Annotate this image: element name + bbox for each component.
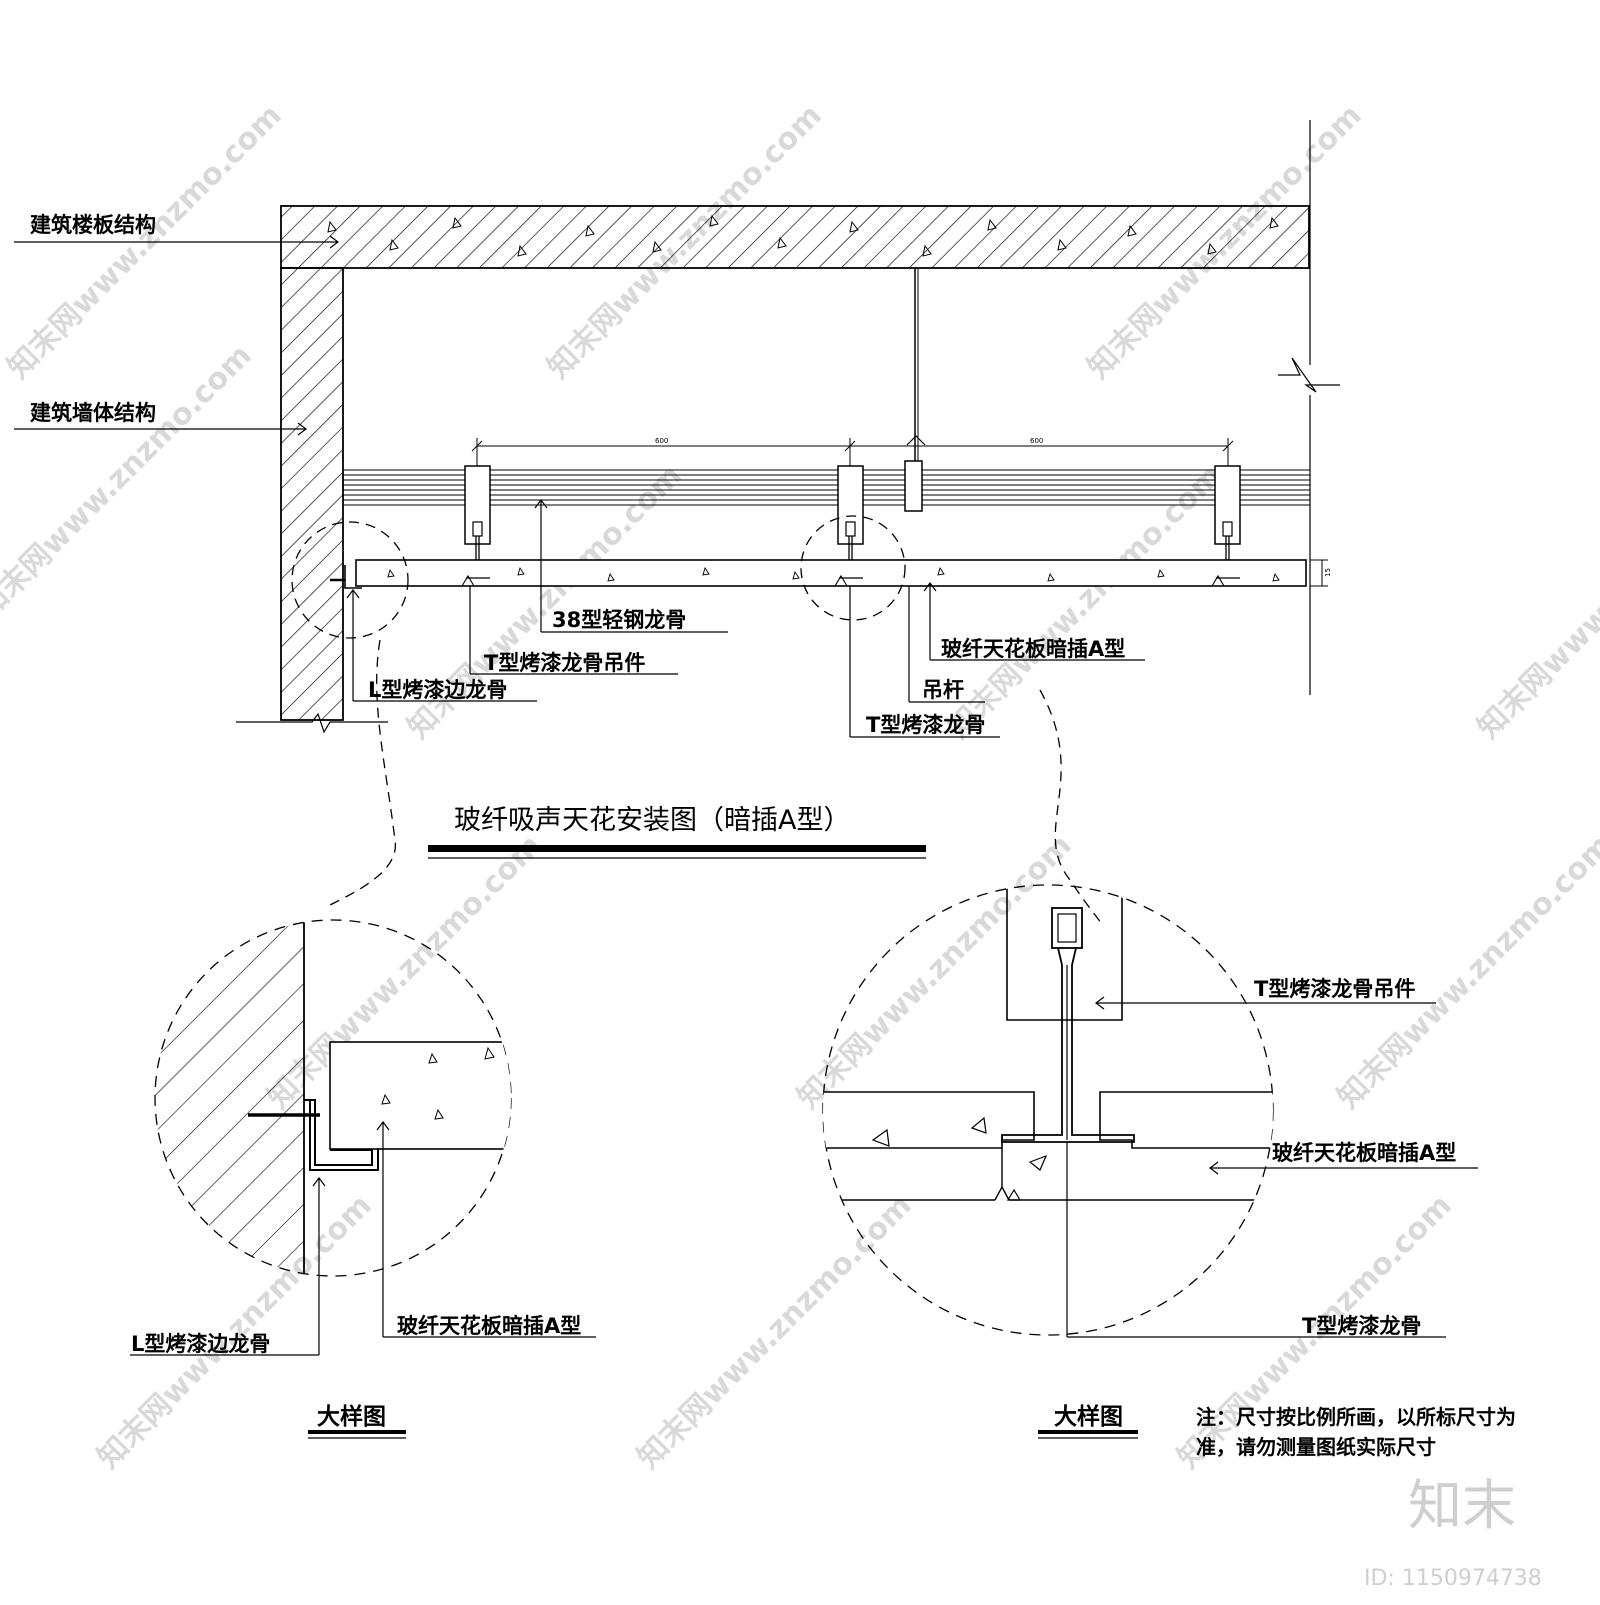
note-line-1: 注：尺寸按比例所画，以所标尺寸为 <box>1196 1405 1516 1429</box>
t-hanger-clip-2 <box>837 465 864 560</box>
watermark-12: 知末网www.znzmo.com <box>631 1188 919 1476</box>
l-edge-profile <box>304 1099 379 1171</box>
detail-right-labels: T型烤漆龙骨吊件 玻纤天花板暗插A型 T型烤漆龙骨 大样图 <box>1054 977 1456 1430</box>
brand-logo: 知末 ID: 1150974738 <box>1364 1474 1542 1591</box>
label-t-runner: T型烤漆龙骨 <box>866 713 985 737</box>
label-t-hanger: T型烤漆龙骨吊件 <box>484 651 645 675</box>
main-runner-38 <box>343 469 1310 506</box>
leader-lines <box>14 235 1145 738</box>
title-text: 玻纤吸声天花安装图（暗插A型） <box>454 805 850 836</box>
dimension-thickness: 15 <box>1324 568 1332 577</box>
detail-left-label-l-edge: L型烤漆边龙骨 <box>131 1332 270 1356</box>
detail-left-labels: L型烤漆边龙骨 玻纤天花板暗插A型 大样图 <box>131 1314 581 1430</box>
detail-right-label-t-runner: T型烤漆龙骨 <box>1302 1314 1421 1338</box>
detail-right-leaders <box>1066 996 1478 1338</box>
break-line-left <box>236 712 388 734</box>
t-runner-profile <box>1001 907 1135 1143</box>
t-hanger-clip-1 <box>464 465 491 560</box>
label-l-edge: L型烤漆边龙骨 <box>368 678 507 702</box>
watermark-4: 知末网www.znzmo.com <box>0 338 259 626</box>
floor-slab <box>280 205 1310 269</box>
label-rod: 吊杆 <box>922 678 964 702</box>
label-floor-slab: 建筑楼板结构 <box>30 213 156 237</box>
main-section <box>14 120 1340 926</box>
detail-left-leaders <box>130 1121 596 1356</box>
detail-right-label-panel: 玻纤天花板暗插A型 <box>1272 1141 1456 1165</box>
watermark-9: 知末网www.znzmo.com <box>791 828 1079 1116</box>
label-panel: 玻纤天花板暗插A型 <box>941 637 1125 661</box>
note-line-2: 准，请勿测量图纸实际尺寸 <box>1196 1435 1436 1459</box>
dimension-line <box>471 438 1234 466</box>
detail-left-label-panel: 玻纤天花板暗插A型 <box>397 1314 581 1338</box>
break-line-right <box>1278 120 1340 695</box>
hanging-rod <box>904 268 926 512</box>
dimension-left: 600 <box>655 437 668 445</box>
watermark-layer: 知末网www.znzmo.com 知末网www.znzmo.com 知末网www… <box>0 98 1600 1476</box>
watermark-10: 知末网www.znzmo.com <box>1331 828 1600 1116</box>
l-edge-trim <box>330 565 362 589</box>
note: 注：尺寸按比例所画，以所标尺寸为 准，请勿测量图纸实际尺寸 <box>1196 1405 1516 1459</box>
drawing-title: 玻纤吸声天花安装图（暗插A型） <box>428 805 926 859</box>
detail-right-label-t-hanger: T型烤漆龙骨吊件 <box>1254 977 1415 1001</box>
dimension-right: 600 <box>1030 437 1043 445</box>
detail-callout-circles <box>291 515 1103 926</box>
main-section-labels: 建筑楼板结构 建筑墙体结构 38型轻钢龙骨 T型烤漆龙骨吊件 L型烤漆边龙骨 玻… <box>30 213 1332 737</box>
wall-structure <box>280 267 344 721</box>
ceiling-panels <box>355 559 1328 587</box>
watermark-7: 知末网www.znzmo.com <box>1471 458 1600 746</box>
detail-right <box>822 884 1478 1439</box>
detail-right-caption: 大样图 <box>1054 1403 1123 1430</box>
logo-text: 知末 <box>1408 1474 1516 1537</box>
image-id: ID: 1150974738 <box>1364 1566 1542 1591</box>
label-wall: 建筑墙体结构 <box>30 401 156 425</box>
label-main-runner: 38型轻钢龙骨 <box>552 608 686 632</box>
watermark-5: 知末网www.znzmo.com <box>401 458 689 746</box>
detail-left-caption: 大样图 <box>317 1403 386 1430</box>
t-hanger-clip-3 <box>1214 465 1241 560</box>
